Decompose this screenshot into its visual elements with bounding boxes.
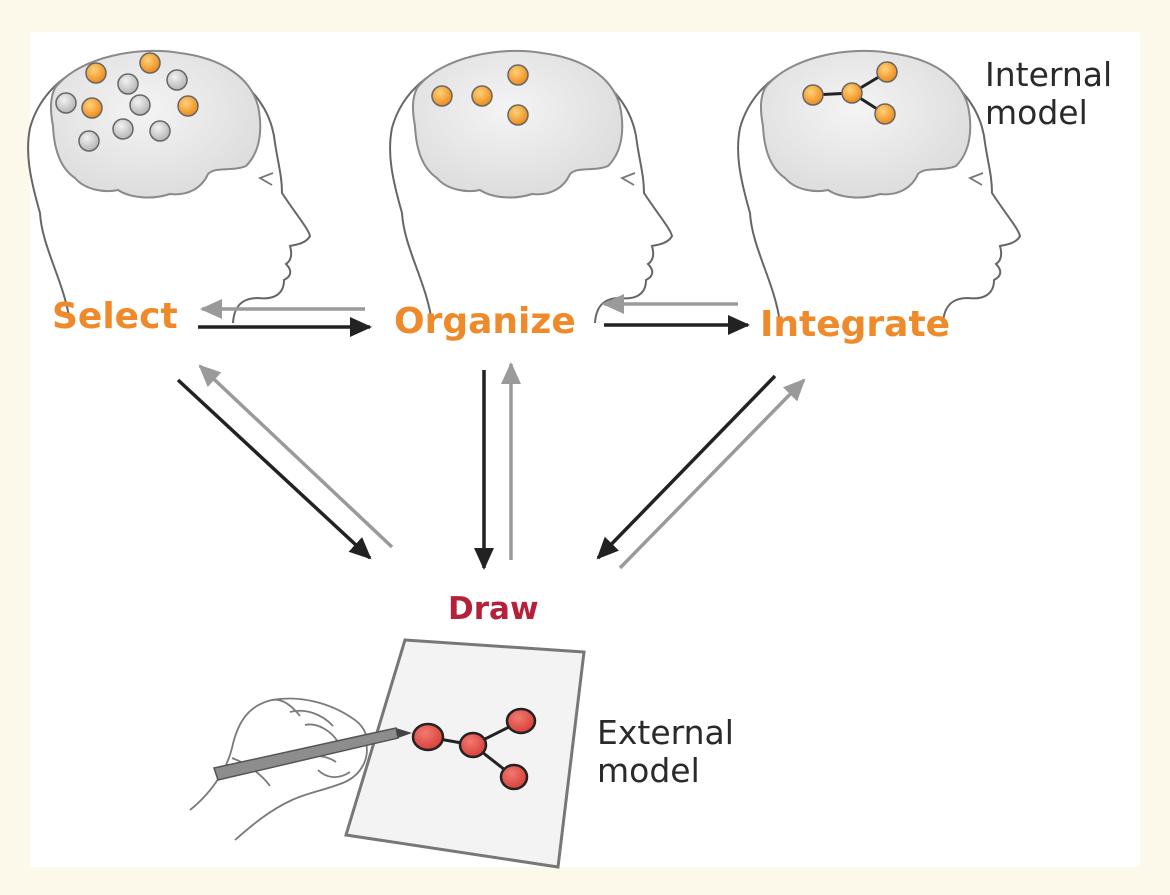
brain-icon-integrate-network	[802, 61, 898, 125]
stage-organize-label: Organize	[394, 301, 576, 342]
arrows-horizontal	[198, 294, 750, 337]
internal-model-line2: model	[985, 93, 1088, 132]
external-model-line1: External	[597, 713, 734, 752]
external-model-note: External model	[597, 714, 734, 790]
external-model-network	[411, 707, 537, 791]
external-model-line2: model	[597, 751, 700, 790]
internal-model-line1: Internal	[985, 55, 1113, 94]
head-icon-integrate	[737, 49, 1021, 324]
stage-draw-label: Draw	[448, 591, 539, 627]
stage-integrate-label: Integrate	[760, 304, 951, 345]
arrows-to-draw	[176, 362, 806, 570]
pen-icon	[213, 727, 412, 781]
stage-select-label: Select	[52, 296, 178, 337]
head-icon-select	[27, 49, 311, 324]
brain-icon-select-nodes	[55, 52, 199, 152]
brain-icon-organize-nodes	[431, 64, 529, 126]
internal-model-note: Internal model	[985, 56, 1112, 132]
